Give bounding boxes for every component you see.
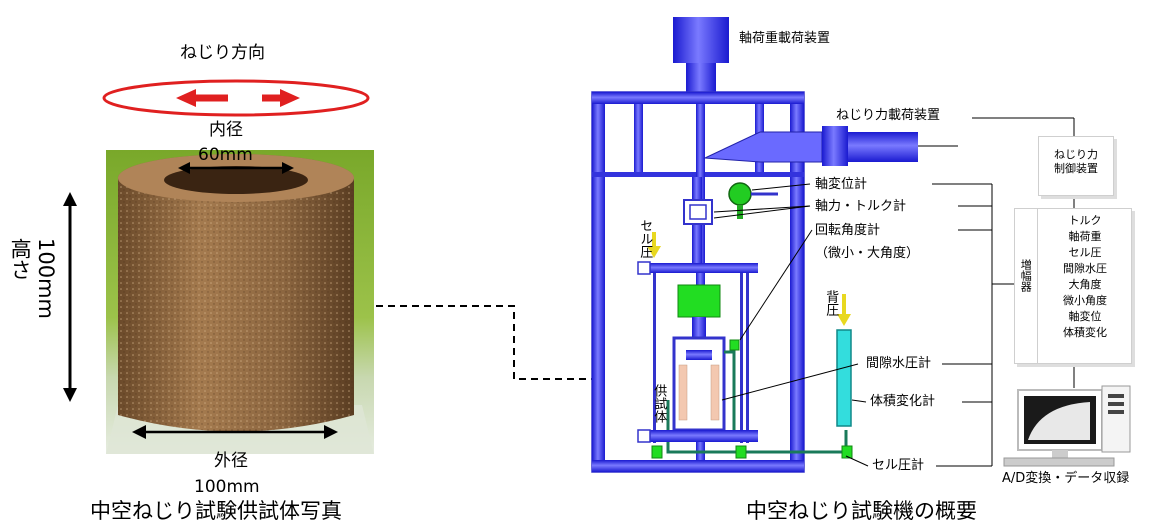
amplifier-items: トルク 軸荷重 セル圧 間隙水圧 大角度 微小角度 軸変位 体積変化 <box>1039 213 1131 341</box>
torsion-controller-box: ねじり力 制御装置 <box>1038 136 1114 196</box>
controller-line1: ねじり力 <box>1054 148 1098 161</box>
height-value: 100mm <box>34 238 59 319</box>
outer-diameter-label: 外径 <box>214 451 248 471</box>
twist-direction-label: ねじり方向 <box>180 43 265 63</box>
cell-pressure-gauge-label: セル圧計 <box>872 458 925 473</box>
outer-diameter-value: 100mm <box>194 477 260 497</box>
amplifier-label-cell: 増幅器 <box>1015 209 1038 363</box>
amplifier-item: 大角度 <box>1068 278 1102 291</box>
amplifier-item: セル圧 <box>1068 246 1102 259</box>
axial-load-device-label: 軸荷重載荷装置 <box>739 31 831 46</box>
daq-label: A/D変換・データ収録 <box>1002 471 1130 486</box>
twist-direction-arrows <box>102 79 370 117</box>
cell-pressure-label: セル圧 <box>637 219 653 258</box>
torsion-load-device-label: ねじり力載荷装置 <box>836 108 941 123</box>
amplifier-item: 微小角度 <box>1063 294 1107 307</box>
amplifier-item: 体積変化 <box>1063 326 1107 339</box>
rotation-angle-gauge-label: 回転角度計 <box>815 223 881 238</box>
rotation-angle-sub-label: （微小・大角度） <box>815 246 920 261</box>
inner-diameter-value: 60mm <box>198 145 253 165</box>
specimen-photo-caption: 中空ねじり試験供試体写真 <box>90 499 342 523</box>
volume-change-gauge-label: 体積変化計 <box>870 394 936 409</box>
outer-diameter-arrow <box>132 425 338 439</box>
leader-lines <box>713 117 1075 467</box>
amplifier-item: トルク <box>1068 214 1102 227</box>
amplifier-box: 増幅器 トルク 軸荷重 セル圧 間隙水圧 大角度 微小角度 軸変位 体積変化 <box>1014 208 1132 364</box>
amplifier-label: 増幅器 <box>1019 259 1033 292</box>
back-pressure-label: 背圧 <box>823 290 839 316</box>
controller-line2: 制御装置 <box>1054 162 1098 176</box>
inner-diameter-label: 内径 <box>209 120 243 140</box>
height-label: 高さ <box>8 238 33 280</box>
amplifier-item: 軸荷重 <box>1068 230 1102 243</box>
pore-pressure-gauge-label: 間隙水圧計 <box>866 356 932 371</box>
axial-torque-gauge-label: 軸力・トルク計 <box>815 199 907 214</box>
computer-graphic <box>1003 385 1131 467</box>
specimen-label: 供試体 <box>651 384 667 423</box>
test-machine <box>591 17 918 473</box>
amplifier-item: 軸変位 <box>1068 310 1102 323</box>
machine-caption: 中空ねじり試験機の概要 <box>746 499 977 523</box>
specimen-photo <box>106 150 374 454</box>
amplifier-item: 間隙水圧 <box>1063 262 1107 275</box>
height-arrow <box>63 192 77 402</box>
axial-displacement-gauge-label: 軸変位計 <box>815 177 868 192</box>
inner-diameter-arrow <box>178 162 294 174</box>
